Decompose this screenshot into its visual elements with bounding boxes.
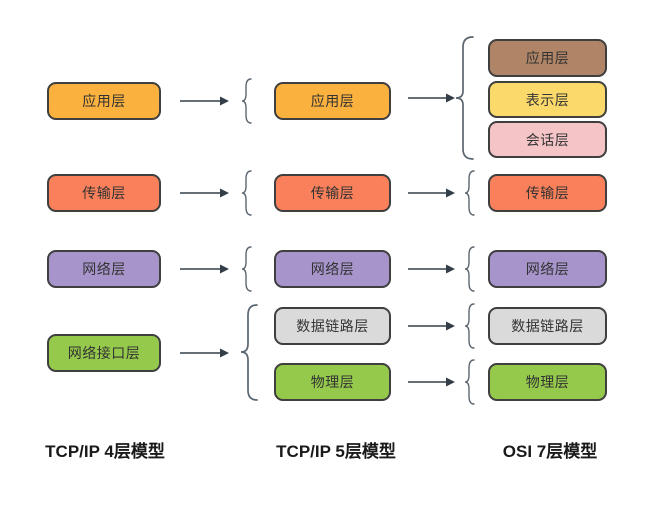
box-osi-datalink-layer: 数据链路层 bbox=[488, 307, 607, 345]
arrow-tcpip5-physical-to-osi bbox=[408, 377, 455, 387]
arrow-head-icon bbox=[220, 188, 229, 198]
box-osi-network-layer: 网络层 bbox=[488, 250, 607, 288]
box-osi-session-layer: 会话层 bbox=[488, 121, 607, 158]
arrow-tcpip4-application-to-tcpip5 bbox=[180, 96, 229, 106]
arrow-tcpip5-transport-to-osi bbox=[408, 188, 455, 198]
arrow-head-icon bbox=[446, 321, 455, 331]
arrow-tcpip4-network-to-tcpip5 bbox=[180, 264, 229, 274]
brace-osi-datalink-icon bbox=[464, 303, 475, 349]
arrow-head-icon bbox=[220, 96, 229, 106]
box-tcpip4-transport-layer: 传输层 bbox=[47, 174, 161, 212]
box-tcpip4-application-layer: 应用层 bbox=[47, 82, 161, 120]
arrow-tcpip5-datalink-to-osi bbox=[408, 321, 455, 331]
box-tcpip4-network-access-layer: 网络接口层 bbox=[47, 334, 161, 372]
arrow-tcpip5-network-to-osi bbox=[408, 264, 455, 274]
box-tcpip5-datalink-layer: 数据链路层 bbox=[274, 307, 391, 345]
arrow-tcpip5-application-to-osi bbox=[408, 93, 455, 103]
arrow-head-icon bbox=[446, 188, 455, 198]
column-title-tcpip4: TCP/IP 4层模型 bbox=[45, 442, 165, 461]
arrow-head-icon bbox=[446, 377, 455, 387]
arrow-tcpip4-transport-to-tcpip5 bbox=[180, 188, 229, 198]
box-tcpip5-transport-layer: 传输层 bbox=[274, 174, 391, 212]
brace-tcpip5-transport-icon bbox=[241, 170, 252, 216]
box-tcpip5-application-layer: 应用层 bbox=[274, 82, 391, 120]
arrow-head-icon bbox=[220, 348, 229, 358]
brace-osi-network-icon bbox=[464, 246, 475, 292]
arrow-head-icon bbox=[446, 93, 455, 103]
brace-tcpip5-application-icon bbox=[241, 78, 252, 124]
box-osi-transport-layer: 传输层 bbox=[488, 174, 607, 212]
arrow-head-icon bbox=[446, 264, 455, 274]
brace-osi-transport-icon bbox=[464, 170, 475, 216]
box-osi-presentation-layer: 表示层 bbox=[488, 81, 607, 118]
box-osi-application-layer: 应用层 bbox=[488, 39, 607, 77]
box-tcpip5-physical-layer: 物理层 bbox=[274, 363, 391, 401]
column-title-tcpip5: TCP/IP 5层模型 bbox=[276, 442, 396, 461]
arrow-head-icon bbox=[220, 264, 229, 274]
brace-osi-physical-icon bbox=[464, 359, 475, 405]
column-title-osi7: OSI 7层模型 bbox=[502, 442, 598, 461]
box-tcpip4-network-layer: 网络层 bbox=[47, 250, 161, 288]
brace-osi-top3-icon bbox=[455, 36, 474, 160]
box-tcpip5-network-layer: 网络层 bbox=[274, 250, 391, 288]
arrow-tcpip4-netaccess-to-tcpip5 bbox=[180, 348, 229, 358]
brace-tcpip5-datalink-physical-icon bbox=[240, 304, 258, 401]
box-osi-physical-layer: 物理层 bbox=[488, 363, 607, 401]
brace-tcpip5-network-icon bbox=[241, 246, 252, 292]
